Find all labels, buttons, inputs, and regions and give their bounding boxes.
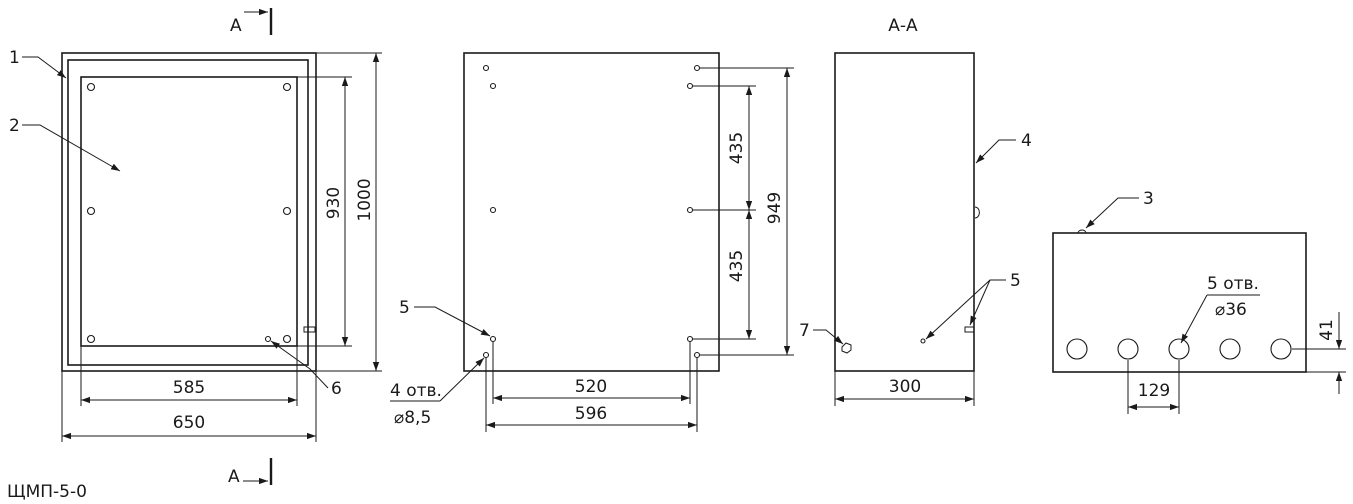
- cable-entry-hole: [1117, 338, 1139, 360]
- panel-hole: [282, 206, 292, 216]
- dim-rear-spacing-upper: 435: [727, 132, 747, 164]
- drawing-title: ЩМП-5-0: [7, 482, 87, 502]
- dim-front-width: 650: [173, 413, 205, 433]
- door-frame-outline: [67, 59, 309, 366]
- rear-hole: [489, 82, 497, 90]
- mounting-panel-outline: [80, 76, 298, 347]
- cable-entry-hole: [1168, 338, 1190, 360]
- callout-5-rear: 5: [399, 298, 410, 318]
- cable-holes-dia: ⌀36: [1215, 300, 1247, 320]
- cabinet-body-outline: [61, 52, 317, 372]
- callout-3: 3: [1143, 189, 1154, 209]
- dim-front-inner-width: 585: [173, 378, 205, 398]
- hinge-icon: [974, 206, 980, 219]
- door-lock-icon: [303, 326, 316, 333]
- grounding-bolt-icon: [841, 342, 852, 354]
- rear-hole: [489, 335, 497, 343]
- side-lock-icon: [964, 326, 975, 333]
- section-marker-bottom: А: [228, 467, 240, 487]
- side-wall-outline: [834, 52, 975, 372]
- front-view: А А 1 2 6 1000 930 585 650: [9, 8, 382, 487]
- section-marker-top: А: [230, 16, 242, 36]
- rear-hole: [693, 351, 701, 359]
- panel-hole: [86, 82, 96, 92]
- cable-entry-hole: [1270, 338, 1292, 360]
- callout-4: 4: [1021, 131, 1032, 151]
- callout-2: 2: [9, 116, 20, 136]
- rear-hole: [686, 335, 694, 343]
- rear-view: 435 435 949 520 596 5 4 отв. ⌀8,5: [390, 52, 794, 432]
- dim-bottom-hole-height: 41: [1317, 319, 1337, 341]
- rear-hole: [686, 82, 694, 90]
- panel-hole: [282, 334, 292, 344]
- panel-hole: [264, 335, 272, 343]
- mount-holes-count: 4 отв.: [390, 381, 442, 401]
- bottom-view: 3 5 отв. ⌀36 129 41: [1052, 189, 1346, 414]
- dim-rear-height: 949: [765, 192, 785, 224]
- dim-rear-mount-width: 520: [575, 377, 607, 397]
- rear-hole: [686, 206, 694, 214]
- callout-7: 7: [799, 321, 810, 341]
- dim-rear-width: 596: [575, 404, 607, 424]
- side-hole: [920, 338, 926, 344]
- callout-5-side: 5: [1010, 271, 1021, 291]
- callout-1: 1: [9, 48, 20, 68]
- section-view: А-А 4 5 7 300: [799, 16, 1032, 406]
- hinge-icon: [1077, 229, 1087, 234]
- rear-wall-outline: [463, 52, 720, 372]
- panel-hole: [86, 206, 96, 216]
- dim-side-depth: 300: [889, 377, 921, 397]
- panel-hole: [282, 82, 292, 92]
- dim-bottom-hole-pitch: 129: [1138, 381, 1170, 401]
- dim-front-inner-height: 930: [324, 187, 344, 219]
- cable-holes-count: 5 отв.: [1207, 274, 1259, 294]
- rear-hole: [489, 206, 497, 214]
- dim-front-height: 1000: [355, 178, 375, 221]
- callout-6: 6: [331, 379, 342, 399]
- rear-hole: [693, 64, 701, 72]
- dim-rear-spacing-lower: 435: [727, 250, 747, 282]
- cable-entry-hole: [1066, 338, 1088, 360]
- rear-hole: [482, 351, 490, 359]
- rear-hole: [482, 64, 490, 72]
- section-title: А-А: [888, 16, 918, 36]
- panel-hole: [86, 334, 96, 344]
- cable-entry-hole: [1219, 338, 1241, 360]
- mount-holes-dia: ⌀8,5: [394, 408, 431, 428]
